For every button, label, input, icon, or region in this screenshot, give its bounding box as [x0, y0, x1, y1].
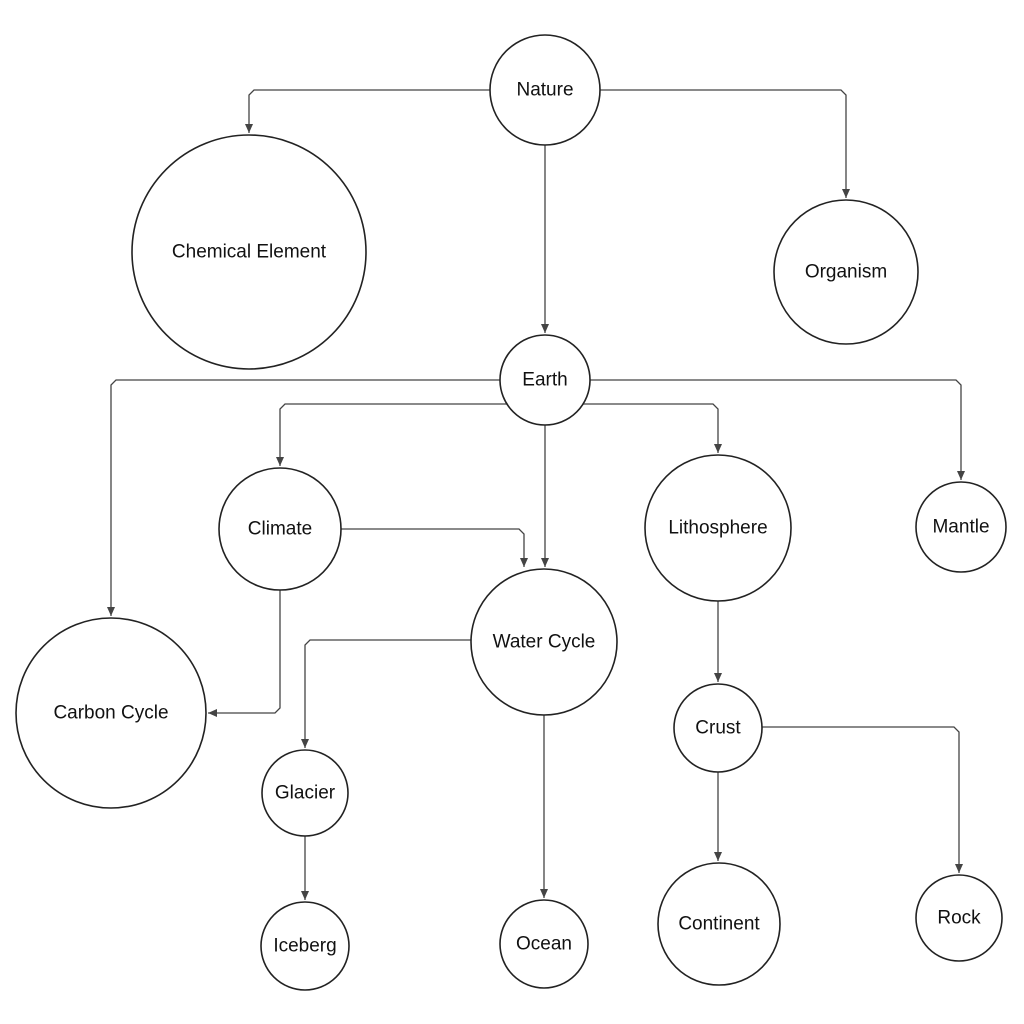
node-water-cycle: Water Cycle: [470, 568, 618, 716]
node-label-mantle: Mantle: [932, 517, 989, 538]
edge-climate-to-water-cycle: [341, 528, 528, 567]
node-iceberg: Iceberg: [260, 901, 350, 991]
edges: [107, 89, 965, 900]
edge-earth-to-mantle: [590, 379, 965, 480]
edge-climate-to-carbon-cycle: [208, 590, 281, 717]
node-label-organism: Organism: [805, 262, 887, 283]
node-label-nature: Nature: [516, 80, 573, 101]
node-crust: Crust: [673, 683, 763, 773]
node-circle-carbon-cycle: [15, 617, 207, 809]
edge-water-cycle-to-glacier: [301, 639, 471, 748]
node-circle-crust: [673, 683, 763, 773]
node-rock: Rock: [915, 874, 1003, 962]
node-circle-glacier: [261, 749, 349, 837]
node-label-water-cycle: Water Cycle: [493, 632, 596, 653]
node-nature: Nature: [489, 34, 601, 146]
node-circle-organism: [773, 199, 919, 345]
node-label-earth: Earth: [522, 370, 567, 391]
edge-earth-to-carbon-cycle: [107, 379, 500, 616]
edge-nature-to-organism: [600, 89, 850, 198]
node-label-ocean: Ocean: [516, 934, 572, 955]
node-label-chemical-element: Chemical Element: [172, 242, 327, 263]
node-lithosphere: Lithosphere: [644, 454, 792, 602]
node-organism: Organism: [773, 199, 919, 345]
node-chemical-element: Chemical Element: [131, 134, 367, 370]
node-circle-ocean: [499, 899, 589, 989]
edge-earth-to-lithosphere: [580, 403, 722, 453]
node-label-lithosphere: Lithosphere: [668, 518, 767, 539]
node-label-glacier: Glacier: [275, 783, 336, 804]
node-mantle: Mantle: [915, 481, 1007, 573]
node-glacier: Glacier: [261, 749, 349, 837]
node-circle-mantle: [915, 481, 1007, 573]
node-circle-nature: [489, 34, 601, 146]
edge-nature-to-chemical-element: [245, 89, 490, 133]
node-continent: Continent: [657, 862, 781, 986]
node-circle-earth: [499, 334, 591, 426]
node-label-climate: Climate: [248, 519, 312, 540]
node-circle-continent: [657, 862, 781, 986]
node-circle-chemical-element: [131, 134, 367, 370]
node-earth: Earth: [499, 334, 591, 426]
node-label-continent: Continent: [678, 914, 760, 935]
node-carbon-cycle: Carbon Cycle: [15, 617, 207, 809]
node-circle-iceberg: [260, 901, 350, 991]
node-label-iceberg: Iceberg: [273, 936, 336, 957]
node-label-rock: Rock: [937, 908, 981, 929]
node-ocean: Ocean: [499, 899, 589, 989]
node-circle-climate: [218, 467, 342, 591]
node-climate: Climate: [218, 467, 342, 591]
node-circle-lithosphere: [644, 454, 792, 602]
node-label-crust: Crust: [695, 718, 741, 739]
node-circle-water-cycle: [470, 568, 618, 716]
edge-earth-to-climate: [276, 403, 510, 466]
node-circle-rock: [915, 874, 1003, 962]
edge-crust-to-rock: [762, 726, 963, 873]
node-label-carbon-cycle: Carbon Cycle: [53, 703, 168, 724]
